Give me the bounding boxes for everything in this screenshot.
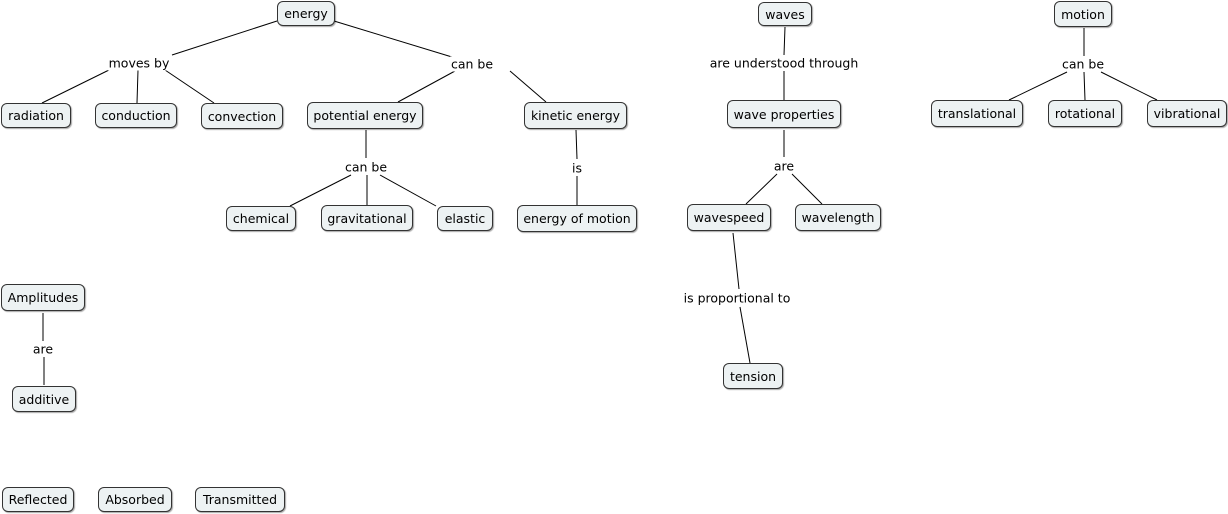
connector-line bbox=[575, 129, 578, 160]
concept-wave-properties[interactable]: wave properties bbox=[727, 100, 841, 128]
concept-conduction[interactable]: conduction bbox=[95, 103, 177, 128]
concept-additive[interactable]: additive bbox=[12, 386, 76, 412]
connector-line bbox=[739, 306, 751, 364]
concept-energy[interactable]: energy bbox=[277, 1, 335, 26]
link-are-understood-through: are understood through bbox=[708, 55, 860, 71]
connector-line bbox=[1100, 71, 1158, 101]
concept-kinetic-energy[interactable]: kinetic energy bbox=[524, 102, 627, 129]
connector-line bbox=[164, 69, 215, 104]
connector-line bbox=[1008, 71, 1068, 101]
concept-motion[interactable]: motion bbox=[1054, 1, 1112, 27]
concept-waves[interactable]: waves bbox=[758, 2, 812, 26]
concept-elastic[interactable]: elastic bbox=[437, 206, 493, 231]
concept-amplitudes[interactable]: Amplitudes bbox=[1, 284, 85, 311]
link-amplitudes-are: are bbox=[31, 341, 55, 357]
connector-line bbox=[379, 174, 437, 207]
link-moves-by: moves by bbox=[107, 55, 171, 71]
concept-rotational[interactable]: rotational bbox=[1048, 100, 1122, 127]
link-motion-can-be: can be bbox=[1060, 56, 1106, 72]
connector-line bbox=[791, 173, 823, 205]
concept-energy-of-motion[interactable]: energy of motion bbox=[517, 205, 637, 232]
connector-line bbox=[732, 232, 740, 290]
concept-absorbed[interactable]: Absorbed bbox=[98, 487, 172, 512]
connector-line bbox=[509, 70, 547, 103]
link-properties-are: are bbox=[772, 158, 796, 174]
connector-line bbox=[333, 20, 453, 58]
concept-vibrational[interactable]: vibrational bbox=[1147, 100, 1227, 127]
concept-tension[interactable]: tension bbox=[723, 363, 783, 389]
connector-line bbox=[397, 70, 456, 103]
connector-line bbox=[783, 26, 786, 56]
connector-line bbox=[136, 69, 139, 104]
concept-chemical[interactable]: chemical bbox=[226, 206, 296, 231]
concept-wavelength[interactable]: wavelength bbox=[795, 204, 881, 231]
concept-wavespeed[interactable]: wavespeed bbox=[687, 204, 771, 231]
concept-convection[interactable]: convection bbox=[201, 103, 283, 129]
connector-line bbox=[41, 69, 110, 104]
link-energy-can-be: can be bbox=[449, 56, 495, 72]
connector-line bbox=[289, 174, 352, 207]
connector-line bbox=[1083, 71, 1086, 101]
link-potential-can-be: can be bbox=[343, 159, 389, 175]
concept-potential-energy[interactable]: potential energy bbox=[307, 102, 423, 129]
concept-transmitted[interactable]: Transmitted bbox=[195, 487, 285, 512]
concept-translational[interactable]: translational bbox=[931, 100, 1023, 127]
connector-line bbox=[171, 20, 278, 56]
concept-radiation[interactable]: radiation bbox=[1, 103, 71, 128]
connector-line bbox=[745, 173, 778, 205]
concept-reflected[interactable]: Reflected bbox=[2, 487, 74, 512]
link-is-proportional-to: is proportional to bbox=[682, 290, 792, 306]
link-kinetic-is: is bbox=[571, 160, 583, 176]
concept-gravitational[interactable]: gravitational bbox=[321, 205, 413, 231]
